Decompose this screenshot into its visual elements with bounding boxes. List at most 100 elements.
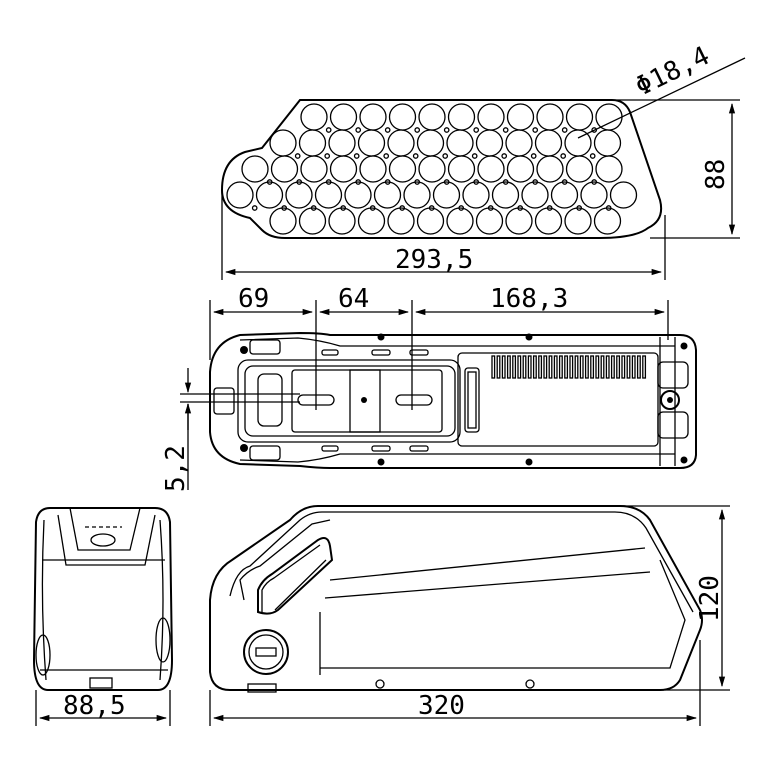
cell-circle [387,129,415,157]
cell-spacer [355,127,362,133]
top-view-body [209,331,697,469]
cell-circle [357,129,386,157]
cell-spacer [560,153,567,159]
vent-slot [558,355,563,379]
cell-circle [505,207,533,235]
vent-slot [543,355,548,379]
cell-circle [477,103,505,131]
cell-spacer [325,127,332,133]
vent-slot [584,355,589,379]
vent-slot [595,355,600,379]
end-view-body [32,507,174,691]
cell-circle [388,103,417,131]
cell-circle [359,155,387,183]
cell-spacer [384,127,391,133]
cell-circle [329,103,358,131]
cell-circle [416,129,445,157]
cell-circle [595,155,623,183]
cell-circle [506,103,535,131]
cell-circle [418,103,446,131]
cell-pack-outline [220,99,663,239]
cell-spacer [589,153,596,159]
cell-spacer [414,127,421,133]
top-left-label: 69 [238,284,269,314]
side-view-length-label: 320 [418,691,465,721]
cell-circle [416,207,445,235]
top-middle-label: 64 [338,284,369,314]
cell-circle [270,155,299,183]
cell-circle [475,207,504,235]
cell-circle [314,181,343,209]
cell-spacer [591,127,598,133]
vent-slot [527,355,532,379]
cell-circle [387,207,415,235]
cell-circle [536,155,564,183]
cell-circle [226,181,254,209]
cell-circle [328,129,356,157]
cell-circle [593,129,622,157]
vent-slot [631,355,636,379]
offset-label: 5,2 [161,445,191,492]
cell-spacer [502,127,509,133]
cell-circle [506,155,535,183]
cell-spacer [443,127,450,133]
cell-pack-height-label: 88 [701,159,731,190]
cell-circle [344,181,372,209]
cell-circle [534,129,563,157]
vent-slot [605,355,610,379]
cell-circle [298,207,327,235]
vent-slot [532,355,537,379]
cell-circle [595,103,623,131]
cell-circle [564,207,592,235]
cell-circle [388,155,417,183]
vent-slot [501,355,506,379]
cell-spacer [501,153,508,159]
cell-circle [300,103,328,131]
cell-circle [550,181,579,209]
cell-circle [475,129,504,157]
vent-slots [491,355,647,379]
cell-circle [329,155,358,183]
vent-slot [574,355,579,379]
end-view-width-label: 88,5 [63,691,126,721]
cell-circle [285,181,313,209]
end-view: 88,5 [32,507,174,726]
cell-circle [446,207,474,235]
vent-slot [548,355,553,379]
cell-circle [255,181,284,209]
cell-circle [300,155,328,183]
cell-circle [447,103,476,131]
cell-circle [298,129,327,157]
top-right-label: 168,3 [490,284,568,314]
cell-circle [269,129,297,157]
cell-pack-width-label: 293,5 [395,245,473,275]
vent-slot [553,355,558,379]
cell-circle [609,181,638,209]
cell-spacer [473,127,480,133]
cell-circle [565,155,594,183]
cell-circle [403,181,431,209]
vent-slot [590,355,595,379]
vent-slot [538,355,543,379]
cell-spacer [471,153,478,159]
vent-slot [569,355,574,379]
cell-circle [418,155,446,183]
cell-circle [373,181,402,209]
cell-spacer [561,127,568,133]
vent-slot [636,355,641,379]
vent-slot [564,355,569,379]
side-handle-cutout [257,537,334,615]
cell-spacer [532,127,539,133]
cell-circle [447,155,476,183]
side-view-body [209,505,703,691]
vent-slot [522,355,527,379]
top-view: 69 64 168,3 [161,284,697,492]
cell-circle [534,207,563,235]
cell-circle [462,181,490,209]
vent-slot [579,355,584,379]
cell-circle [536,103,564,131]
cell-circle [446,129,474,157]
cell-spacer [442,153,449,159]
vent-slot [626,355,631,379]
